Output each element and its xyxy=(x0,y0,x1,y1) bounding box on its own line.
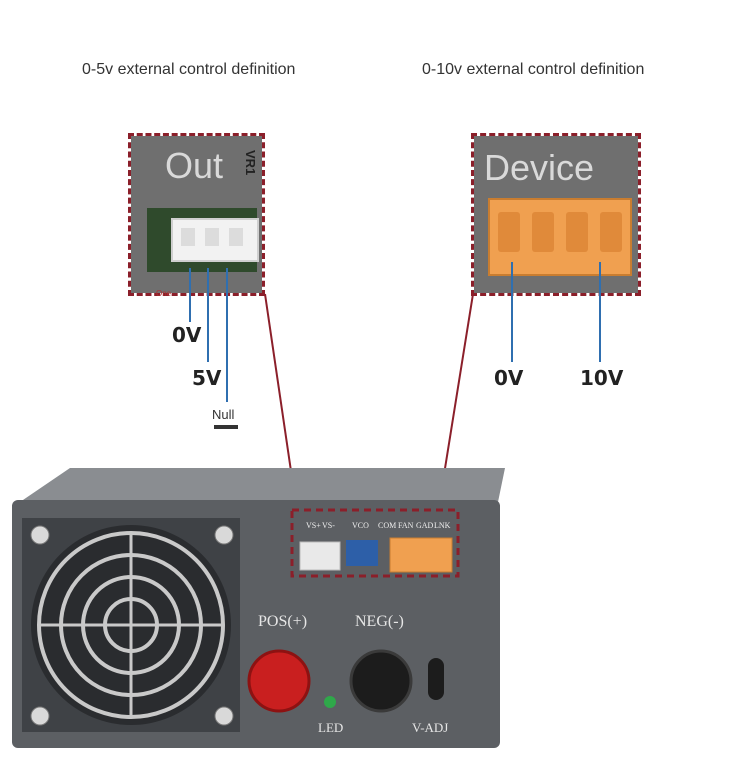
psu-terminal-block xyxy=(389,537,453,573)
conn-label-1: VS+ xyxy=(306,521,321,530)
pos-label: POS(+) xyxy=(258,613,307,630)
label-0v-left: 0V xyxy=(172,323,202,347)
heading-0-10v: 0-10v external control definition xyxy=(422,61,645,78)
out-detail-callout: Out VR1 xyxy=(128,133,265,296)
pos-terminal-knob[interactable] xyxy=(247,649,311,713)
fan-screws xyxy=(30,525,234,726)
conn-label-4: COM xyxy=(378,521,396,530)
conn-label-2: VS- xyxy=(322,521,335,530)
psu-jst-connector xyxy=(299,541,341,571)
conn-label-7: LNK xyxy=(434,521,451,530)
conn-label-5: FAN xyxy=(398,521,414,530)
terminal-slot-1 xyxy=(498,212,520,252)
jst-connector xyxy=(171,218,259,262)
label-0v-right: 0V xyxy=(494,366,524,390)
device-detail-callout: Device xyxy=(471,133,641,296)
out-panel-label: Out xyxy=(165,145,224,186)
v-adj-potentiometer[interactable] xyxy=(428,658,444,700)
jst-pin-2 xyxy=(205,228,219,246)
terminal-slot-3 xyxy=(566,212,588,252)
label-null: Null xyxy=(212,407,235,422)
power-supply-unit: VS+ VS- VCO COM FAN GAD LNK POS(+) NEG(-… xyxy=(12,468,505,748)
one-tiny-label: One xyxy=(156,289,172,298)
terminal-slot-2 xyxy=(532,212,554,252)
conn-label-6: GAD xyxy=(416,521,434,530)
fan-grille xyxy=(22,518,240,732)
label-5v: 5V xyxy=(192,366,222,390)
psu-top-face xyxy=(20,468,505,502)
device-panel-label: Device xyxy=(484,147,595,188)
led-label: LED xyxy=(318,720,343,735)
jst-pin-1 xyxy=(181,228,195,246)
connector-callout-box xyxy=(290,508,460,578)
conn-label-3: VCO xyxy=(352,521,369,530)
led-indicator xyxy=(324,696,336,708)
jst-pin-3 xyxy=(229,228,243,246)
neg-label: NEG(-) xyxy=(355,613,404,630)
heading-0-5v: 0-5v external control definition xyxy=(82,61,296,78)
label-10v: 10V xyxy=(580,366,624,390)
psu-potentiometer xyxy=(346,540,378,566)
null-ground-mark xyxy=(214,425,238,429)
neg-terminal-knob[interactable] xyxy=(349,649,413,713)
v-adj-label: V-ADJ xyxy=(412,720,448,735)
vr1-mark: VR1 xyxy=(243,150,258,176)
terminal-slot-4 xyxy=(600,212,622,252)
